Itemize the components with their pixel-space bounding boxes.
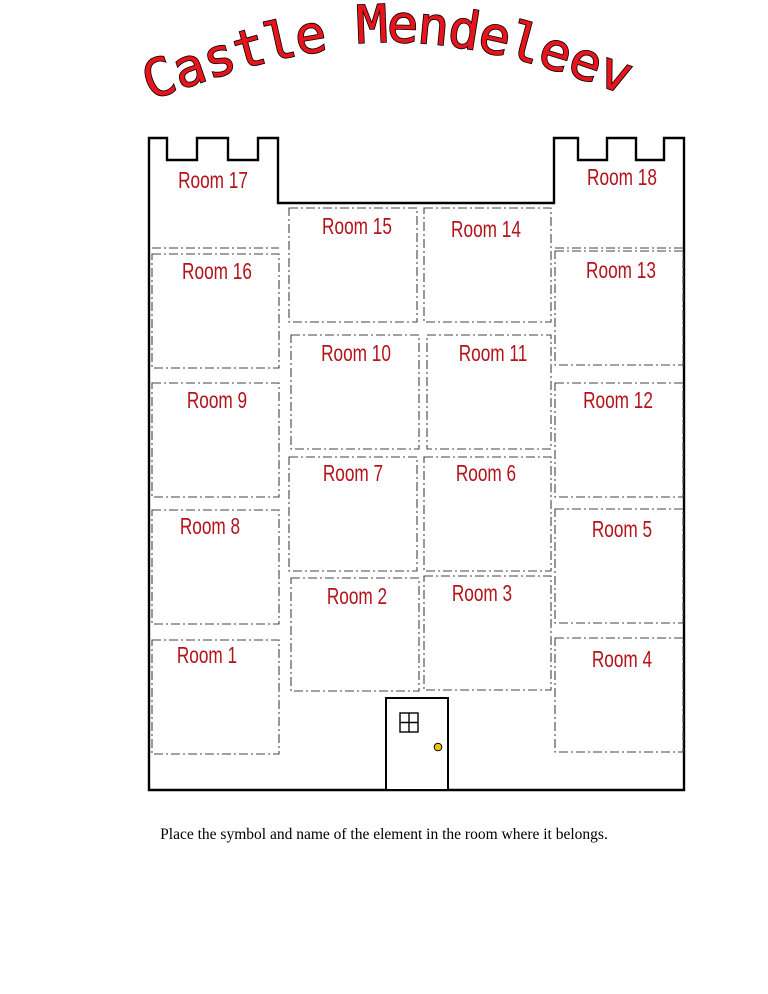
room-label: Room 2: [327, 583, 387, 609]
room-label: Room 3: [452, 580, 512, 606]
room-border: [151, 509, 280, 625]
room-13[interactable]: Room 13: [554, 250, 684, 366]
room-11[interactable]: Room 11: [426, 334, 552, 450]
room-label: Room 11: [459, 340, 528, 366]
room-border: [151, 639, 280, 755]
room-border: [288, 456, 418, 572]
room-border: [554, 637, 684, 753]
room-border: [423, 207, 552, 323]
room-label: Room 9: [187, 387, 247, 413]
room-border: [423, 456, 552, 572]
room-10[interactable]: Room 10: [290, 334, 420, 450]
room-label: Room 14: [451, 216, 521, 242]
room-18[interactable]: Room 18: [555, 164, 683, 249]
title-letter: n: [415, 0, 452, 58]
room-label: Room 7: [323, 460, 383, 486]
room-label: Room 6: [456, 460, 516, 486]
room-label: Room 13: [586, 257, 656, 283]
room-14[interactable]: Room 14: [423, 207, 552, 323]
room-label: Room 1: [177, 642, 237, 668]
room-border: [426, 334, 552, 450]
room-label: Room 4: [592, 646, 652, 672]
room-4[interactable]: Room 4: [554, 637, 684, 753]
room-label: Room 5: [592, 516, 652, 542]
room-label: Room 12: [583, 387, 653, 413]
castle-outline: [147, 136, 686, 792]
room-border: [151, 253, 280, 369]
room-border: [423, 575, 552, 691]
room-label: Room 15: [322, 213, 392, 239]
room-1[interactable]: Room 1: [151, 639, 280, 755]
room-label: Room 17: [178, 167, 248, 193]
room-16[interactable]: Room 16: [151, 253, 280, 369]
room-border: [554, 508, 684, 624]
title-letter: M: [355, 0, 389, 56]
room-border: [151, 382, 280, 498]
room-12[interactable]: Room 12: [554, 382, 684, 498]
title-letter: e: [386, 0, 419, 56]
rooms: Room 1 Room 2 Room 3 Room 4 Room 5 Room 6 Room…: [151, 164, 684, 755]
room-3[interactable]: Room 3: [423, 575, 552, 691]
door-window-icon: [399, 712, 419, 733]
room-9[interactable]: Room 9: [151, 382, 280, 498]
room-border: [290, 577, 420, 692]
room-border: [288, 207, 418, 323]
room-17[interactable]: Room 17: [152, 167, 279, 249]
castle-door[interactable]: [385, 697, 449, 791]
room-label: Room 16: [182, 258, 252, 284]
room-label: Room 10: [321, 340, 391, 366]
room-15[interactable]: Room 15: [288, 207, 418, 323]
room-2[interactable]: Room 2: [290, 577, 420, 692]
room-label: Room 8: [180, 513, 240, 539]
room-border: [554, 382, 684, 498]
room-7[interactable]: Room 7: [288, 456, 418, 572]
door-knob-icon: [433, 742, 443, 752]
room-6[interactable]: Room 6: [423, 456, 552, 572]
room-label: Room 18: [587, 164, 657, 190]
instruction-text: Place the symbol and name of the element…: [160, 826, 608, 843]
room-border: [290, 334, 420, 450]
room-8[interactable]: Room 8: [151, 509, 280, 625]
room-5[interactable]: Room 5: [554, 508, 684, 624]
room-border: [554, 250, 684, 366]
